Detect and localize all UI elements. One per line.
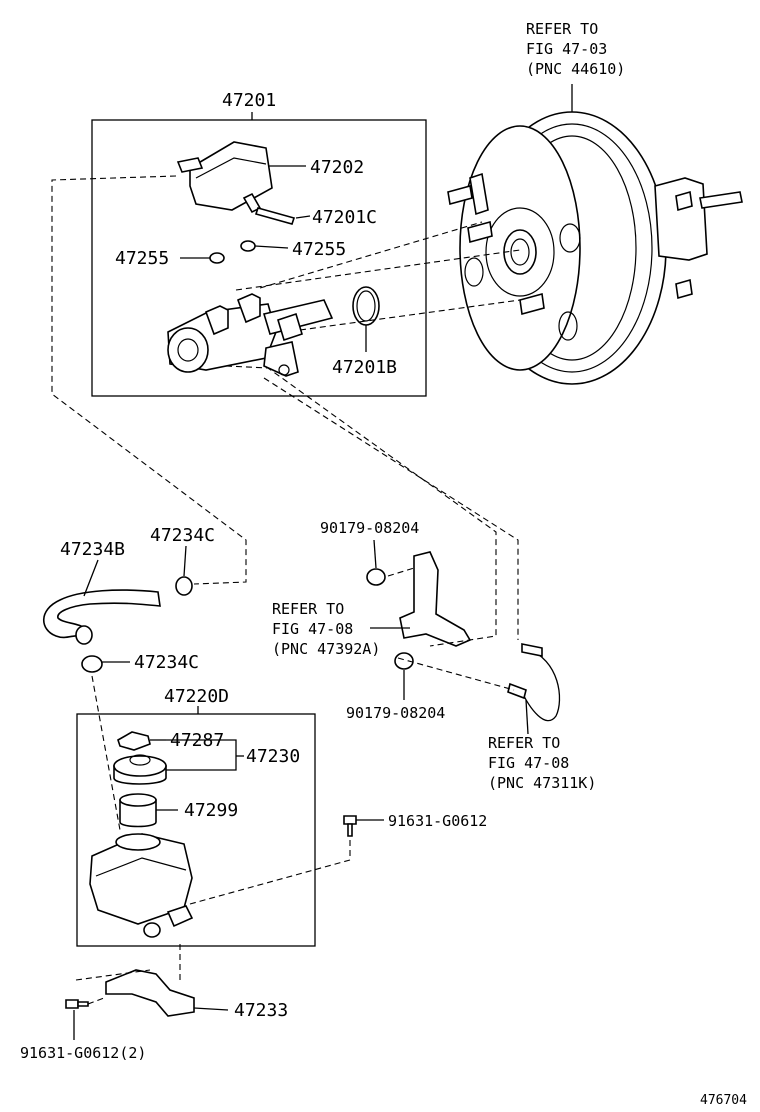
booster-ref-line-3: (PNC 44610) xyxy=(526,60,625,78)
bracket-middle xyxy=(399,551,472,647)
master-cylinder xyxy=(167,293,334,377)
bracket-ref-line-3: (PNC 47392A) xyxy=(272,640,380,658)
bracket-ref-line-1: REFER TO xyxy=(272,600,344,618)
label-reservoir-sub-assy: 47202 xyxy=(310,157,364,178)
label-hose-union: 47234B xyxy=(60,539,125,560)
label-pin: 47201C xyxy=(312,207,377,228)
tube-ref-line-3: (PNC 47311K) xyxy=(488,774,596,792)
hose xyxy=(42,589,161,639)
label-clip-upper: 47234C xyxy=(150,525,215,546)
booster-reference: REFER TO FIG 47-03 (PNC 44610) xyxy=(526,20,625,78)
label-clip-lower: 47234C xyxy=(134,652,199,673)
bolt-right xyxy=(343,815,357,837)
booster-ref-line-1: REFER TO xyxy=(526,20,598,38)
grommet-right xyxy=(240,240,256,252)
label-reservoir-set: 47220D xyxy=(164,686,229,707)
seal xyxy=(119,793,157,828)
clip-lower xyxy=(81,655,103,673)
reservoir-set-group-box xyxy=(76,713,316,947)
reservoir-tank xyxy=(89,833,194,938)
master-cylinder-group-box xyxy=(91,119,427,397)
brake-tube xyxy=(519,647,561,722)
tube-reference: REFER TO FIG 47-08 (PNC 47311K) xyxy=(488,734,596,792)
tube-ref-line-1: REFER TO xyxy=(488,734,560,752)
label-bracket: 47233 xyxy=(234,1000,288,1021)
label-seal: 47299 xyxy=(184,800,238,821)
tube-ref-line-2: FIG 47-08 xyxy=(488,754,569,772)
booster-ref-line-2: FIG 47-03 xyxy=(526,40,607,58)
bolt-left xyxy=(65,999,89,1009)
cap-assy xyxy=(113,754,167,785)
bracket-lower xyxy=(105,969,195,1017)
brake-booster xyxy=(447,84,743,385)
bracket-reference: REFER TO FIG 47-08 (PNC 47392A) xyxy=(272,600,380,658)
nut-upper xyxy=(366,568,386,586)
label-grommet-right: 47255 xyxy=(292,239,346,260)
label-nut-upper: 90179-08204 xyxy=(320,519,419,537)
clip-upper xyxy=(175,576,193,596)
pin xyxy=(254,207,296,225)
label-o-ring: 47201B xyxy=(332,357,397,378)
dashed-guides xyxy=(51,175,521,1005)
label-bolt-right: 91631-G0612 xyxy=(388,812,487,830)
label-bolt-left: 91631-G0612(2) xyxy=(20,1044,146,1062)
catalog-number: 476704 xyxy=(700,1093,747,1108)
nut-lower xyxy=(394,652,414,670)
strainer xyxy=(117,731,151,751)
label-master-cylinder-assy: 47201 xyxy=(222,90,276,111)
leader-lines xyxy=(73,112,529,1040)
label-strainer: 47287 xyxy=(170,730,224,751)
bracket-ref-line-2: FIG 47-08 xyxy=(272,620,353,638)
label-cap-assy: 47230 xyxy=(246,746,300,767)
reservoir-upper xyxy=(176,141,273,214)
grommet-left xyxy=(209,252,225,264)
label-nut-lower: 90179-08204 xyxy=(346,704,445,722)
label-grommet-left: 47255 xyxy=(115,248,169,269)
